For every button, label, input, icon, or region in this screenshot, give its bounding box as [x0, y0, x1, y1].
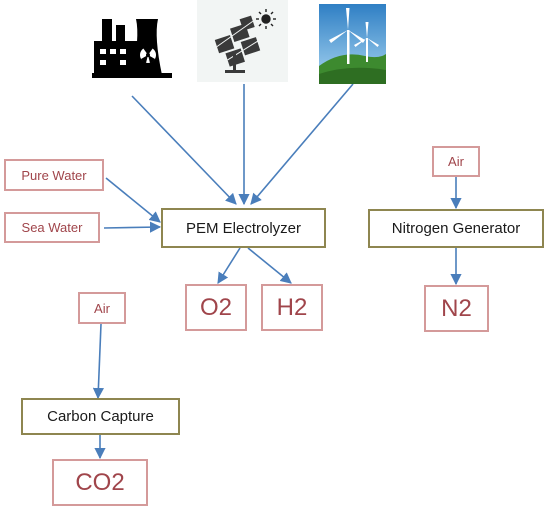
pure-water-source: Pure Water	[4, 159, 104, 191]
solar-panel-tile	[197, 0, 288, 82]
solar-panel-icon	[214, 9, 276, 73]
sea-water-source: Sea Water	[4, 212, 100, 243]
arrow-wind-to-pem	[250, 83, 354, 205]
arrow-pem-to-h2	[247, 247, 292, 284]
arrow-nuclear-to-pem	[131, 95, 237, 205]
carbon-capture-node: Carbon Capture	[21, 398, 180, 435]
arrow-pure-water-to-pem	[105, 177, 161, 223]
h2-label: H2	[276, 293, 308, 321]
arrow-air-to-carbon	[92, 323, 105, 400]
co2-label: CO2	[75, 468, 125, 496]
arrow-pem-to-o2	[217, 247, 241, 284]
nuclear-plant-icon	[92, 19, 172, 78]
h2-output: H2	[261, 284, 323, 331]
arrow-sea-water-to-pem	[103, 221, 162, 233]
nitrogen-generator-node: Nitrogen Generator	[368, 209, 544, 248]
co2-output: CO2	[52, 459, 148, 506]
n2-output: N2	[424, 285, 489, 332]
carbon-capture-label: Carbon Capture	[47, 408, 154, 425]
n2-label: N2	[441, 294, 472, 322]
pem-electrolyzer-node: PEM Electrolyzer	[161, 208, 326, 248]
air-source-carbon: Air	[78, 292, 126, 324]
air-label-carbon: Air	[94, 300, 110, 316]
pem-electrolyzer-label: PEM Electrolyzer	[185, 219, 302, 237]
nitrogen-generator-label: Nitrogen Generator	[391, 220, 521, 237]
wind-turbine-icon	[319, 4, 386, 84]
air-source-nitrogen: Air	[432, 146, 480, 177]
air-label-nitrogen: Air	[448, 154, 464, 169]
pure-water-label: Pure Water	[21, 167, 87, 183]
o2-label: O2	[199, 293, 232, 321]
sea-water-label: Sea Water	[21, 220, 83, 235]
o2-output: O2	[185, 284, 247, 331]
